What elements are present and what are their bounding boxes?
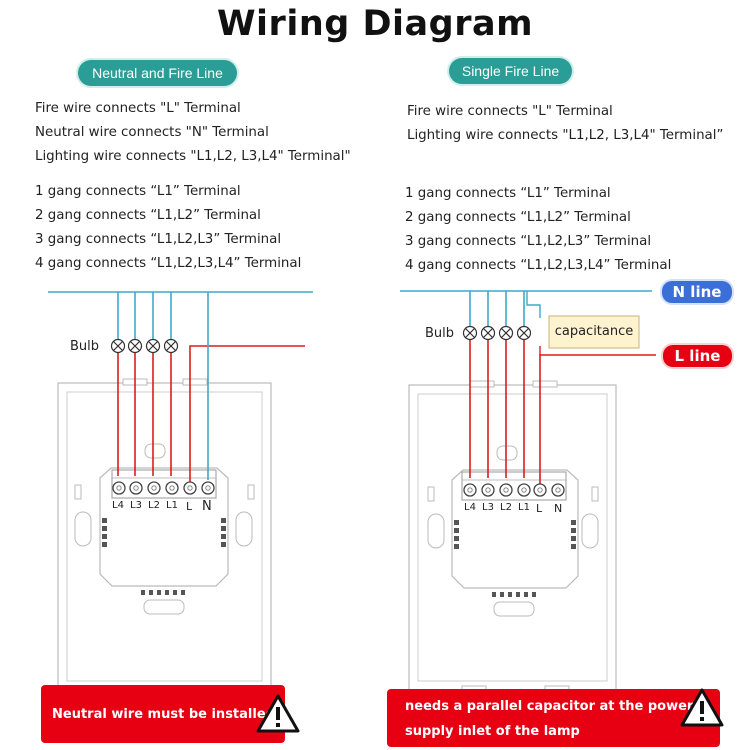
left-terminal-labels: L4 L3 L2 L1 L N — [112, 499, 222, 514]
left-gang-4: 4 gang connects “L1,L2,L3,L4” Terminal — [35, 256, 302, 271]
terminal-label-l1: L1 — [518, 502, 530, 513]
terminal-label-l2: L2 — [148, 500, 160, 511]
right-terminal-labels: L4 L3 L2 L1 L N — [464, 502, 574, 516]
terminal-label-l3: L3 — [130, 500, 142, 511]
right-bulbs — [462, 325, 532, 341]
right-line-1: Fire wire connects "L" Terminal — [407, 104, 613, 119]
bulb-icon — [462, 325, 478, 341]
left-terminal-screws — [112, 481, 215, 495]
terminal-label-l4: L4 — [112, 500, 124, 511]
right-wires — [400, 290, 656, 488]
left-switch-panel — [57, 378, 272, 693]
left-line-3: Lighting wire connects "L1,L2, L3,L4" Te… — [35, 149, 351, 164]
terminal-label-l4: L4 — [464, 502, 476, 513]
left-line-2: Neutral wire connects "N" Terminal — [35, 125, 269, 140]
right-warning-box: needs a parallel capacitor at the power … — [387, 689, 720, 747]
warning-triangle-icon — [680, 688, 724, 727]
right-gang-1: 1 gang connects “L1” Terminal — [405, 186, 611, 201]
terminal-label-l1: L1 — [166, 500, 178, 511]
capacitor-box — [548, 315, 640, 349]
left-bulb-label: Bulb — [70, 339, 100, 354]
left-line-1: Fire wire connects "L" Terminal — [35, 101, 241, 116]
bulb-icon — [516, 325, 532, 341]
right-bulb-label: Bulb — [425, 326, 455, 341]
terminal-label-l2: L2 — [500, 502, 512, 513]
bulb-icon — [163, 338, 179, 354]
right-warning-text-1: needs a parallel capacitor at the power — [405, 699, 694, 714]
terminal-label-l3: L3 — [482, 502, 494, 513]
right-switch-panel — [408, 380, 617, 693]
tag-neutral-and-fire-line: Neutral and Fire Line — [78, 60, 237, 86]
left-warning-text: Neutral wire must be installed — [52, 707, 275, 722]
left-wires — [48, 291, 313, 486]
terminal-label-l: L — [536, 502, 543, 515]
bulb-icon — [145, 338, 161, 354]
terminal-label-n: N — [554, 502, 563, 515]
left-bulbs — [110, 338, 179, 354]
left-gang-1: 1 gang connects “L1” Terminal — [35, 184, 241, 199]
terminal-label-n: N — [202, 499, 212, 514]
terminal-label-l: L — [186, 500, 193, 513]
capacitor-label: capacitance — [554, 324, 634, 339]
n-line-label: N line — [662, 281, 732, 303]
right-gang-3: 3 gang connects “L1,L2,L3” Terminal — [405, 234, 652, 249]
left-gang-2: 2 gang connects “L1,L2” Terminal — [35, 208, 261, 223]
bulb-icon — [498, 325, 514, 341]
right-line-2: Lighting wire connects "L1,L2, L3,L4" Te… — [407, 128, 724, 143]
warning-triangle-icon — [256, 694, 300, 733]
right-gang-2: 2 gang connects “L1,L2” Terminal — [405, 210, 631, 225]
bulb-icon — [110, 338, 126, 354]
right-gang-4: 4 gang connects “L1,L2,L3,L4” Terminal — [405, 258, 672, 273]
tag-single-fire-line: Single Fire Line — [449, 58, 572, 84]
right-warning-text-2: supply inlet of the lamp — [405, 724, 580, 739]
bulb-icon — [480, 325, 496, 341]
left-gang-3: 3 gang connects “L1,L2,L3” Terminal — [35, 232, 282, 247]
right-terminal-screws — [463, 483, 565, 497]
left-warning-box: Neutral wire must be installed — [41, 685, 285, 743]
bulb-icon — [127, 338, 143, 354]
page-title: Wiring Diagram — [216, 4, 534, 44]
l-line-label: L line — [663, 345, 732, 367]
